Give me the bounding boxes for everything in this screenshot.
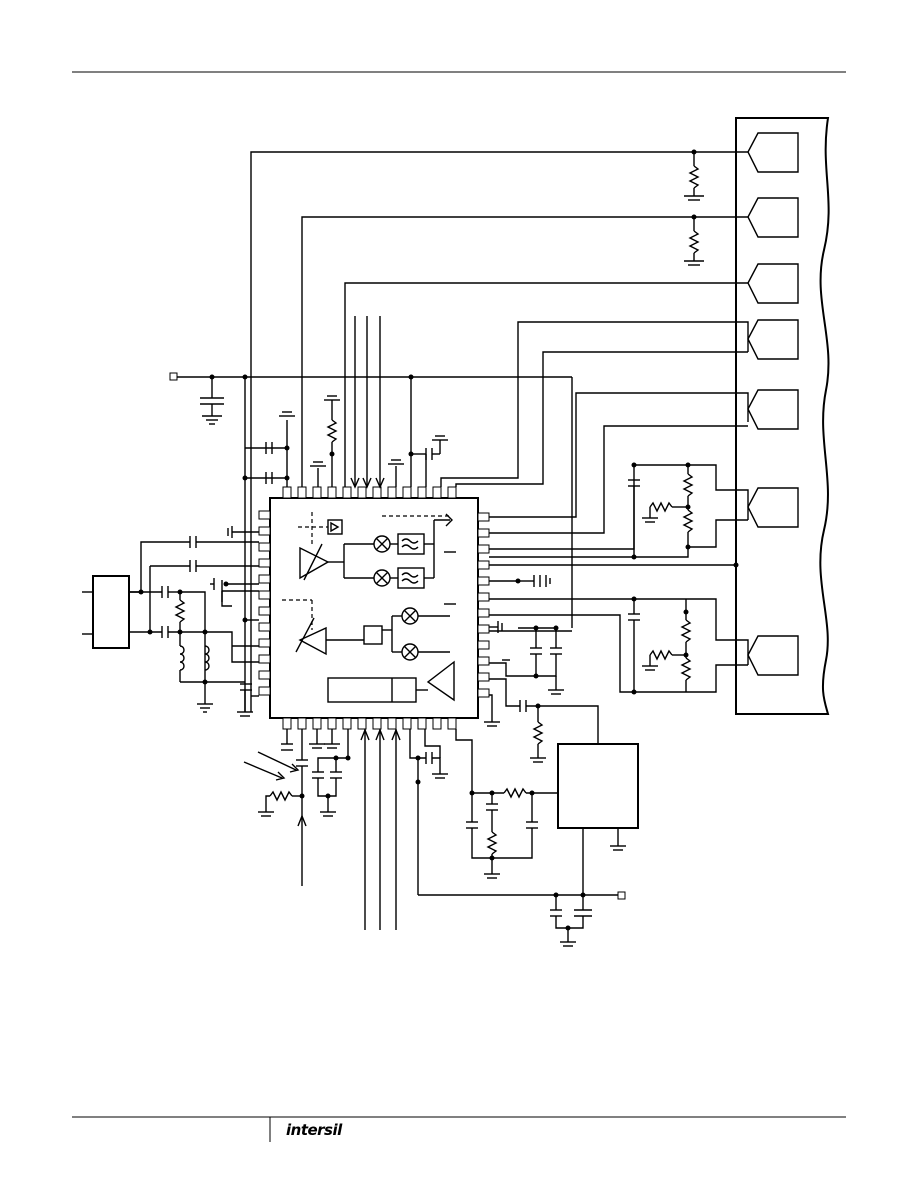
ic-left-pins [258, 510, 271, 696]
regulator-block [557, 743, 639, 829]
ic-bottom-pins [282, 717, 457, 730]
filter-block [92, 575, 130, 649]
connector-wires [250, 149, 749, 712]
connector-pins [747, 132, 799, 676]
intersil-logo: intersil [286, 1121, 342, 1139]
control-bus [350, 316, 385, 489]
bottom-network [243, 728, 626, 947]
top-pin-components [242, 395, 448, 487]
right-network-lower [489, 596, 749, 695]
main-ic [258, 486, 490, 730]
ic-internal-blocks [282, 512, 456, 703]
left-input-network [129, 526, 259, 717]
supply-rail [169, 372, 573, 712]
ic-right-pins [477, 512, 490, 698]
right-ground-rail [484, 562, 739, 763]
connector-panel [735, 117, 830, 715]
ic-top-pins [282, 486, 457, 499]
right-network-upper [489, 462, 749, 560]
